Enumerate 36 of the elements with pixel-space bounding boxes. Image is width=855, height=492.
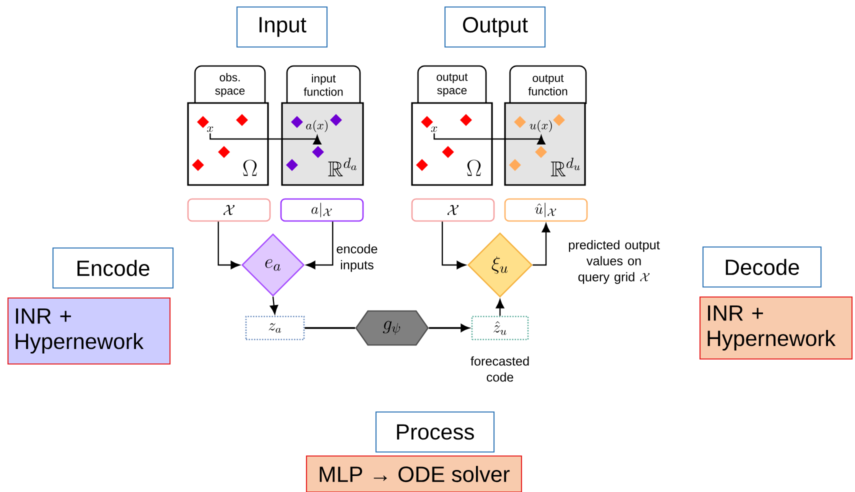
point-label: $a(x)$ (306, 120, 328, 132)
arrow (210, 133, 322, 144)
title-box: Output (444, 6, 546, 48)
code-box: $\hat{z}_u$ (471, 316, 529, 340)
point-label: $x$ (207, 126, 214, 132)
arrow (428, 324, 469, 332)
arrow (434, 133, 546, 144)
point-label: $x$ (431, 126, 438, 132)
title-box: Encode (52, 247, 174, 289)
node-label: obs. space (215, 73, 245, 97)
arrow (270, 296, 278, 314)
note-box: INR + Hypernework (7, 297, 171, 365)
note-text: forecasted code (470, 356, 529, 382)
node-label: output function (528, 74, 568, 96)
arrow (532, 223, 550, 266)
code-box: $z_a$ (245, 316, 305, 340)
note-text: encode inputs (336, 244, 378, 272)
note-text: predicted output values on query grid $\mathcal{X}$ (568, 240, 660, 284)
title-box: Input (236, 6, 328, 48)
value-box: $\mathcal{X}$ (411, 198, 495, 222)
arrow (496, 299, 504, 316)
processor-hexagon: $g_\psi$ (355, 310, 429, 346)
node-label: input function (304, 74, 343, 96)
note-box: MLP → ODE solver (306, 455, 522, 492)
title-box: Decode (702, 246, 822, 288)
point-label: $u(x)$ (530, 120, 552, 132)
arrow (218, 222, 240, 270)
value-box: $a|_{\mathcal{X}}$ (280, 198, 364, 222)
value-box: $\hat{u}|_{\mathcal{X}}$ (504, 198, 588, 222)
title-box: Process (375, 411, 495, 453)
node-label: output space (436, 73, 468, 96)
arrow (306, 222, 334, 270)
note-box: INR + Hypernework (699, 296, 853, 360)
connector-line (304, 327, 356, 329)
arrow (442, 222, 466, 270)
value-box: $\mathcal{X}$ (187, 198, 271, 222)
